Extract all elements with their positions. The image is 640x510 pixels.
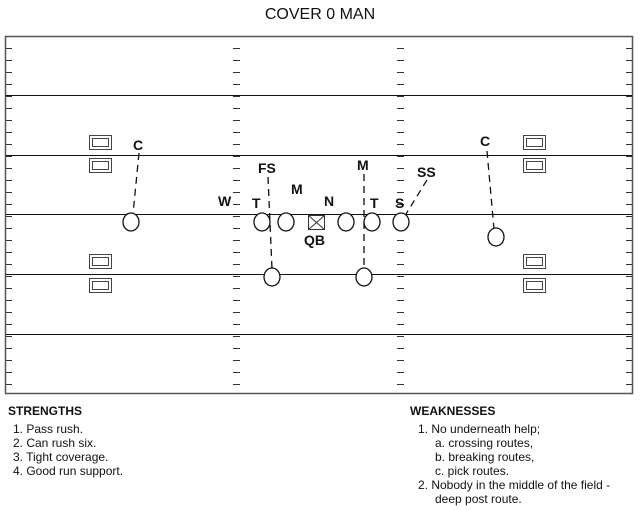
- label-c-left: C: [133, 137, 143, 153]
- label-s: S: [395, 195, 404, 211]
- weakness-item: 2. Nobody in the middle of the field -: [418, 478, 611, 492]
- offense-player-circle: [253, 212, 271, 232]
- label-m-right: M: [357, 157, 369, 173]
- weakness-item: deep post route.: [435, 492, 522, 506]
- label-m-left: M: [291, 181, 303, 197]
- label-qb: QB: [304, 232, 325, 248]
- offense-player-circle: [277, 212, 295, 232]
- label-n: N: [324, 193, 334, 209]
- offense-player-circle: [363, 212, 381, 232]
- label-c-right: C: [480, 133, 490, 149]
- coverage-line-c-left: [132, 152, 140, 215]
- offense-player-circle: [337, 212, 355, 232]
- football-field: C C FS M N M SS W T T S QB: [4, 35, 634, 395]
- offense-player-circle: [487, 227, 505, 247]
- receiver-box: [89, 158, 112, 173]
- receiver-box: [89, 135, 112, 150]
- center-box-icon: [308, 215, 325, 230]
- offense-player-circle: [122, 212, 140, 232]
- label-fs: FS: [258, 160, 276, 176]
- strength-item: 1. Pass rush.: [13, 422, 84, 436]
- coverage-line-c-right: [486, 150, 495, 230]
- offense-player-circle: [355, 267, 373, 287]
- label-t-right: T: [370, 195, 379, 211]
- label-w: W: [218, 193, 232, 209]
- weaknesses-heading: WEAKNESSES: [410, 404, 496, 418]
- weakness-item: 1. No underneath help;: [418, 422, 541, 436]
- weakness-item: b. breaking routes,: [435, 450, 535, 464]
- label-ss: SS: [417, 164, 436, 180]
- receiver-box: [523, 278, 546, 293]
- offense-player-circle: [263, 267, 281, 287]
- offense-player-circle: [392, 212, 410, 232]
- coverage-line-fs: [267, 176, 273, 270]
- receiver-box: [523, 135, 546, 150]
- strength-item: 4. Good run support.: [13, 464, 124, 478]
- receiver-boxes: [89, 135, 546, 293]
- receiver-box: [523, 254, 546, 269]
- strength-item: 2. Can rush six.: [13, 436, 97, 450]
- label-t-left: T: [252, 195, 261, 211]
- weakness-item: a. crossing routes,: [435, 436, 534, 450]
- receiver-box: [523, 158, 546, 173]
- strengths-heading: STRENGTHS: [8, 404, 83, 418]
- diagram-title: COVER 0 MAN: [264, 6, 376, 23]
- weaknesses-panel: WEAKNESSES 1. No underneath help; a. cro…: [410, 404, 610, 506]
- coverage-line-ss: [405, 179, 428, 215]
- weakness-item: c. pick routes.: [435, 464, 510, 478]
- receiver-box: [89, 254, 112, 269]
- offense-players: [122, 212, 505, 287]
- coverage-lines: [132, 150, 495, 270]
- receiver-box: [89, 278, 112, 293]
- strengths-panel: STRENGTHS 1. Pass rush. 2. Can rush six.…: [8, 404, 123, 478]
- strength-item: 3. Tight coverage.: [13, 450, 109, 464]
